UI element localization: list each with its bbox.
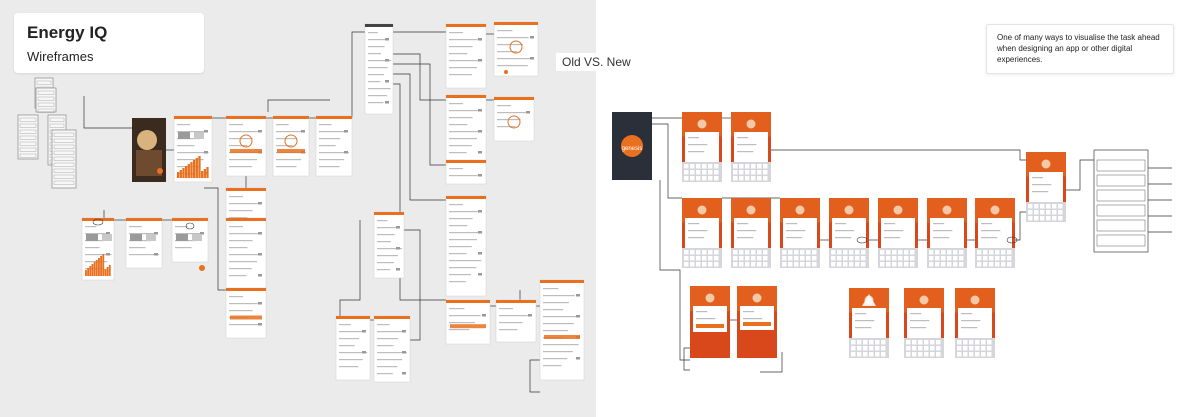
new-wireframe-screen bbox=[682, 112, 722, 182]
old-wireframe-screen bbox=[445, 94, 487, 166]
highlight-oval bbox=[1006, 236, 1018, 244]
splash-photo-screen bbox=[132, 118, 166, 182]
old-wireframe-screen bbox=[171, 217, 209, 263]
new-wireframe-screen bbox=[780, 198, 820, 268]
connector-line bbox=[267, 99, 330, 112]
old-wireframe-screen bbox=[315, 115, 353, 177]
note-text: One of many ways to visualise the task a… bbox=[997, 33, 1160, 64]
old-wireframe-screen bbox=[445, 159, 487, 185]
connector-line bbox=[404, 229, 421, 341]
highlight-oval bbox=[856, 236, 868, 244]
old-wireframe-screen bbox=[272, 115, 310, 177]
splash-screen bbox=[612, 112, 652, 180]
old-wireframe-screen bbox=[495, 299, 537, 343]
new-wireframe-screen bbox=[904, 288, 944, 358]
highlight-oval bbox=[185, 222, 195, 230]
connector-line bbox=[351, 31, 365, 118]
old-flow-screens bbox=[17, 21, 585, 383]
connector-line bbox=[339, 220, 361, 316]
connector-line bbox=[771, 149, 1026, 161]
old-wireframe-screen bbox=[125, 217, 163, 269]
old-wireframe-screen bbox=[445, 23, 487, 89]
connector-line bbox=[1015, 211, 1026, 241]
new-wireframe-screen bbox=[849, 288, 889, 358]
old-wireframe-screen bbox=[373, 211, 405, 279]
new-wireframe-screen bbox=[927, 198, 967, 268]
old-wireframe-screen bbox=[81, 217, 115, 281]
new-wireframe-screen bbox=[682, 198, 722, 268]
connector-line bbox=[760, 352, 783, 373]
note-card: One of many ways to visualise the task a… bbox=[986, 24, 1174, 74]
connector-line bbox=[683, 347, 690, 371]
old-wireframe-screen bbox=[539, 279, 585, 381]
connector-line bbox=[393, 83, 446, 301]
old-vs-new-label: Old VS. New bbox=[556, 53, 637, 71]
new-wireframe-screen bbox=[690, 286, 730, 358]
new-flow-screens bbox=[612, 112, 1149, 358]
connector-line bbox=[393, 63, 446, 166]
connector-line bbox=[659, 180, 690, 361]
menu-list-wireframe bbox=[1093, 149, 1149, 253]
sketch-wireframe bbox=[17, 114, 39, 160]
new-wireframe-screen bbox=[731, 112, 771, 182]
old-wireframe-screen bbox=[225, 217, 267, 291]
old-wireframe-screen bbox=[493, 96, 535, 142]
sketch-wireframe bbox=[35, 87, 57, 113]
connector-line bbox=[393, 73, 446, 201]
old-wireframe-screen bbox=[445, 195, 487, 297]
accent-dot bbox=[199, 265, 205, 271]
old-wireframe-screen bbox=[173, 115, 213, 183]
accent-dot bbox=[504, 70, 508, 74]
new-wireframe-screen bbox=[829, 198, 869, 268]
old-wireframe-screen bbox=[373, 315, 411, 383]
highlight-oval bbox=[92, 218, 104, 226]
new-wireframe-screen bbox=[955, 288, 995, 358]
old-wireframe-screen bbox=[445, 299, 491, 345]
connector-line bbox=[393, 53, 446, 101]
page-subtitle: Wireframes bbox=[27, 49, 94, 64]
old-wireframe-screen bbox=[335, 315, 371, 381]
page-title: Energy IQ bbox=[27, 23, 108, 42]
old-wireframe-screen bbox=[225, 115, 267, 177]
old-wireframe-screen bbox=[364, 23, 394, 115]
new-wireframe-screen bbox=[731, 198, 771, 268]
old-wireframe-screen bbox=[493, 21, 539, 77]
connector-line bbox=[1066, 159, 1094, 191]
new-wireframe-screen bbox=[878, 198, 918, 268]
new-wireframe-screen bbox=[1026, 152, 1066, 222]
connector-line bbox=[204, 187, 226, 291]
old-wireframe-screen bbox=[225, 287, 267, 339]
new-wireframe-screen bbox=[975, 198, 1015, 268]
connector-line bbox=[652, 123, 682, 199]
genesis-logo-text: genesis bbox=[622, 146, 643, 152]
connector-line bbox=[529, 359, 540, 393]
new-wireframe-screen bbox=[737, 286, 777, 358]
connector-line bbox=[83, 96, 132, 129]
title-card: Energy IQ Wireframes bbox=[14, 13, 204, 73]
sketch-wireframe bbox=[51, 129, 77, 189]
